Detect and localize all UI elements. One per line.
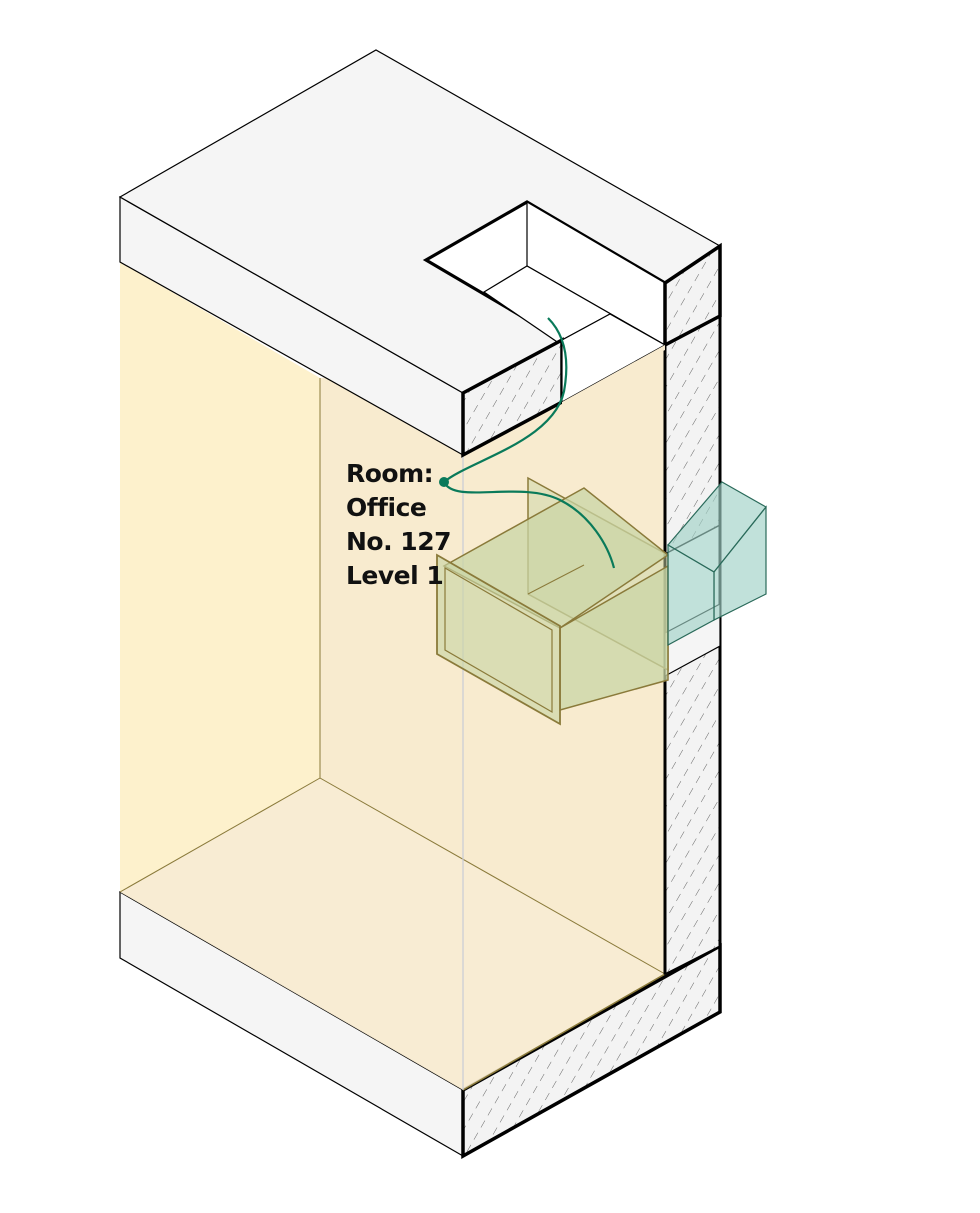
room-label-line-2: Office (346, 493, 426, 522)
duct-front-frame (436, 553, 561, 726)
top-slab (118, 49, 722, 458)
right-wall-lower-hatch (664, 644, 721, 976)
shaft-lower-face (562, 345, 665, 406)
room-back-wall (120, 262, 320, 892)
room-label: Room: Office No. 127 Level 1 (346, 459, 451, 590)
leader-line-to-duct (443, 481, 616, 569)
duct-element (436, 476, 767, 726)
room-edge-front-floor (462, 973, 666, 1091)
room-edge-floor-back (119, 777, 321, 893)
leader-dot (439, 477, 449, 487)
room-edge-floor-side (319, 777, 666, 975)
duct-inner-edge (527, 564, 585, 595)
leader-line-to-shaft (443, 317, 568, 483)
room-floor (120, 778, 665, 1090)
right-wall (663, 314, 722, 1012)
top-slab-right-hatch (663, 242, 722, 348)
leader-lines (439, 317, 616, 569)
duct-front-inner-frame (444, 566, 553, 714)
room-label-line-1: Room: (346, 459, 433, 488)
wall-opening-face (667, 543, 715, 647)
room-label-line-4: Level 1 (346, 561, 443, 590)
room-label-line-3: No. 127 (346, 527, 451, 556)
